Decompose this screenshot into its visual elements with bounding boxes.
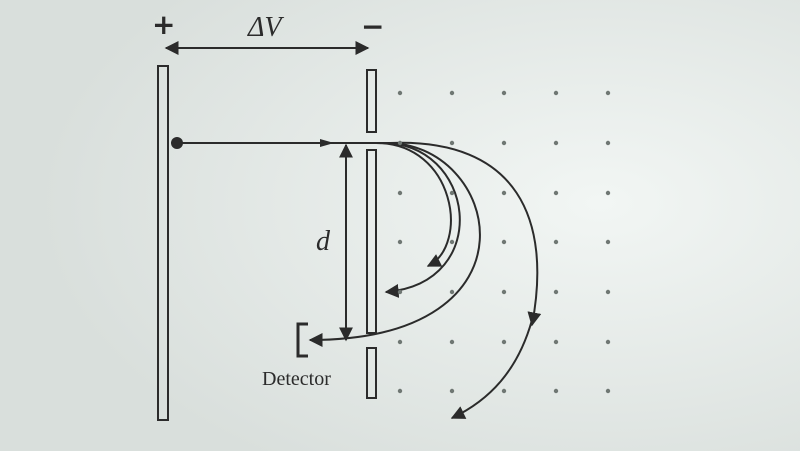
field-dot: [397, 339, 403, 345]
field-dot: [501, 339, 507, 345]
field-dot: [553, 90, 559, 96]
field-dot: [605, 90, 611, 96]
field-dot: [501, 289, 507, 295]
field-dot: [449, 190, 455, 196]
field-dot: [501, 388, 507, 394]
field-dot: [553, 239, 559, 245]
ion-path-arrowhead: [320, 139, 334, 147]
negative-plate-middle: [366, 149, 377, 334]
trajectory-large-arrow: [389, 141, 542, 327]
field-dot: [605, 388, 611, 394]
field-dot: [449, 140, 455, 146]
field-dot: [553, 388, 559, 394]
field-dot: [397, 190, 403, 196]
field-dot: [501, 90, 507, 96]
field-dot: [449, 388, 455, 394]
field-dot: [449, 289, 455, 295]
field-dot: [605, 190, 611, 196]
field-dot: [553, 190, 559, 196]
positive-sign: +: [152, 8, 176, 41]
positive-plate: [157, 65, 169, 421]
field-dot: [553, 140, 559, 146]
field-dot: [553, 289, 559, 295]
magnetic-field-dots: [397, 90, 611, 394]
field-dot: [397, 239, 403, 245]
d-label: d: [316, 226, 330, 257]
field-dot: [553, 339, 559, 345]
negative-sign: −: [361, 10, 385, 43]
trajectory-large-tail: [450, 319, 533, 419]
detector-label: Detector: [262, 368, 331, 390]
field-dot: [449, 239, 455, 245]
field-dot: [501, 239, 507, 245]
field-dot: [501, 190, 507, 196]
field-dot: [449, 90, 455, 96]
trajectory-to-detector: [308, 141, 481, 347]
field-dot: [605, 140, 611, 146]
field-dot: [605, 289, 611, 295]
detector-bracket: [296, 322, 308, 358]
trajectory-to-plate: [379, 141, 461, 298]
field-dot: [397, 140, 403, 146]
trajectory-small: [375, 142, 452, 267]
field-dot: [501, 140, 507, 146]
negative-plate-bottom: [366, 347, 377, 399]
negative-plate-top: [366, 69, 377, 133]
field-dot: [397, 289, 403, 295]
field-dot: [605, 239, 611, 245]
field-dot: [449, 339, 455, 345]
field-dot: [605, 339, 611, 345]
field-dot: [397, 90, 403, 96]
field-dot: [397, 388, 403, 394]
delta-v-label: ΔV: [248, 12, 282, 43]
